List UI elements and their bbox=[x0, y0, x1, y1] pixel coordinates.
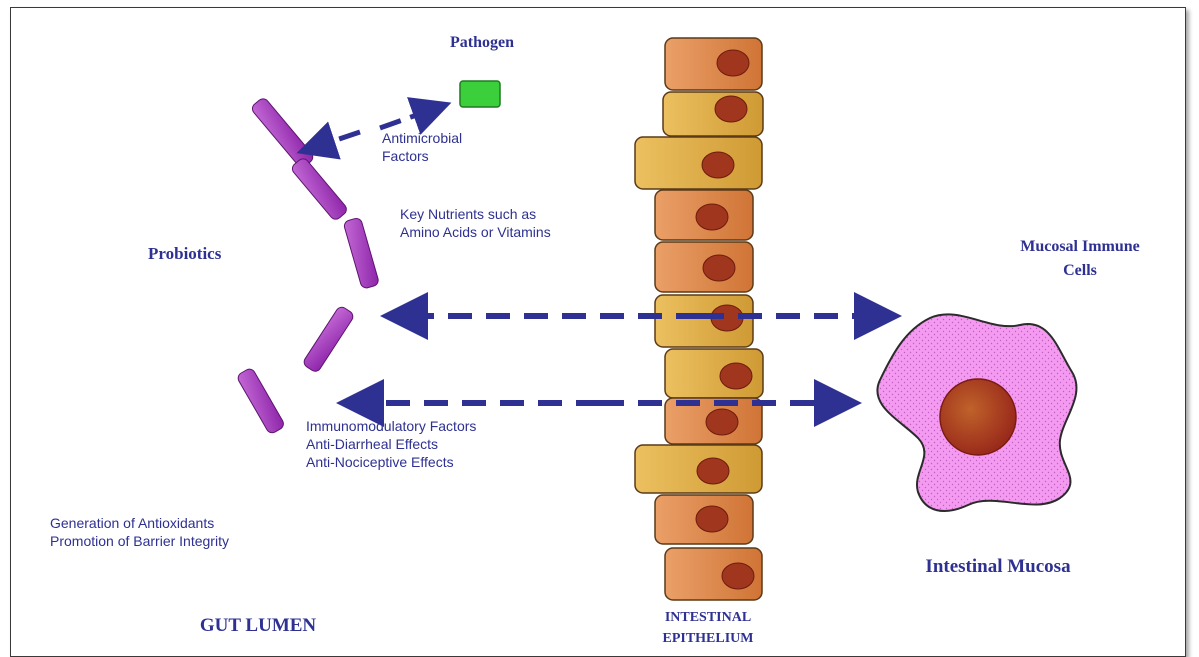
epithelial-cell-nucleus bbox=[715, 96, 747, 122]
epithelial-cell-nucleus bbox=[717, 50, 749, 76]
probiotics-bacteria bbox=[236, 96, 380, 434]
probiotic-rod bbox=[343, 217, 380, 289]
antioxidants-label-line2: Promotion of Barrier Integrity bbox=[50, 533, 229, 549]
nutrients-label-line2: Amino Acids or Vitamins bbox=[400, 224, 551, 240]
gut-lumen-label: GUT LUMEN bbox=[200, 615, 317, 636]
mucosal-immune-cell bbox=[877, 314, 1076, 511]
pathogen-label: Pathogen bbox=[450, 34, 514, 51]
mucosal-immune-cells-line1: Mucosal Immune bbox=[1020, 238, 1140, 255]
epithelial-cell-nucleus bbox=[696, 204, 728, 230]
pathogen-icon bbox=[460, 81, 500, 107]
antimicrobial-label-line2: Factors bbox=[382, 148, 429, 164]
epithelial-cell bbox=[663, 92, 763, 136]
epithelial-cell-nucleus bbox=[720, 363, 752, 389]
epithelial-cell-nucleus bbox=[722, 563, 754, 589]
arrow-antimicrobial-to-pathogen bbox=[380, 106, 442, 128]
antimicrobial-label-line1: Antimicrobial bbox=[382, 130, 462, 146]
nutrients-label-line1: Key Nutrients such as bbox=[400, 206, 536, 222]
probiotic-rod bbox=[302, 305, 355, 374]
epithelial-cell-nucleus bbox=[697, 458, 729, 484]
probiotic-rod bbox=[236, 367, 286, 435]
intestinal-mucosa-label: Intestinal Mucosa bbox=[925, 556, 1071, 577]
probiotics-label: Probiotics bbox=[148, 244, 222, 263]
probiotic-rod bbox=[250, 96, 315, 169]
arrow-antimicrobial-to-probiotic bbox=[306, 132, 360, 150]
epithelial-cell-nucleus bbox=[696, 506, 728, 532]
immune-cell-nucleus bbox=[940, 379, 1016, 455]
probiotic-rod bbox=[290, 156, 349, 221]
epithelial-cell-nucleus bbox=[702, 152, 734, 178]
immunomodulatory-label-line2: Anti-Diarrheal Effects bbox=[306, 436, 438, 452]
intestinal-epithelium-line2: EPITHELIUM bbox=[662, 631, 753, 646]
immunomodulatory-label-line3: Anti-Nociceptive Effects bbox=[306, 454, 454, 470]
epithelial-cell-nucleus bbox=[706, 409, 738, 435]
epithelial-cell bbox=[635, 137, 762, 189]
epithelial-cell-nucleus bbox=[703, 255, 735, 281]
antioxidants-label-line1: Generation of Antioxidants bbox=[50, 515, 214, 531]
mucosal-immune-cells-line2: Cells bbox=[1063, 262, 1097, 279]
intestinal-epithelium-line1: INTESTINAL bbox=[665, 610, 751, 625]
immunomodulatory-label-line1: Immunomodulatory Factors bbox=[306, 418, 476, 434]
